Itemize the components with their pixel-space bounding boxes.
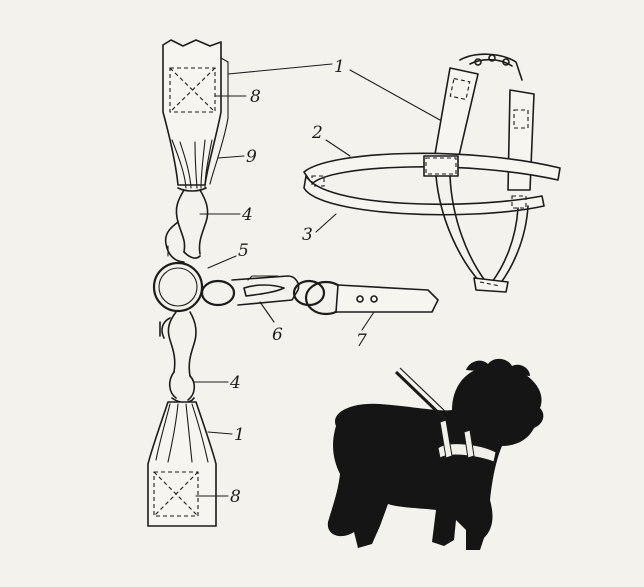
callout-4-top: 4 bbox=[241, 205, 253, 225]
callout-9: 9 bbox=[246, 147, 257, 167]
leash-clip bbox=[200, 275, 348, 316]
upper-stitch-patch bbox=[169, 67, 216, 113]
callout-labels: 1 8 2 9 4 3 5 6 7 4 1 8 bbox=[229, 57, 367, 507]
callout-7: 7 bbox=[356, 331, 367, 351]
callout-4-bottom: 4 bbox=[229, 373, 241, 393]
upper-strap bbox=[162, 39, 229, 192]
callout-1-bottom: 1 bbox=[234, 425, 245, 445]
callout-1-top: 1 bbox=[334, 57, 345, 77]
callout-8-top: 8 bbox=[250, 87, 261, 107]
muzzle-harness bbox=[303, 53, 561, 293]
leash bbox=[335, 284, 439, 313]
callout-5: 5 bbox=[238, 241, 249, 261]
lower-stitch-patch bbox=[153, 471, 199, 517]
callout-8-bottom: 8 bbox=[230, 487, 241, 507]
dog-leash-handle bbox=[394, 370, 448, 422]
callout-6: 6 bbox=[272, 325, 283, 345]
dog-silhouette bbox=[327, 358, 544, 550]
leader-lines bbox=[193, 63, 441, 497]
lower-snap-hook bbox=[159, 311, 197, 401]
callout-2: 2 bbox=[311, 123, 323, 143]
center-ring bbox=[152, 261, 204, 313]
callout-3: 3 bbox=[302, 225, 313, 245]
upper-snap-hook bbox=[164, 189, 209, 263]
lower-strap bbox=[147, 397, 217, 527]
